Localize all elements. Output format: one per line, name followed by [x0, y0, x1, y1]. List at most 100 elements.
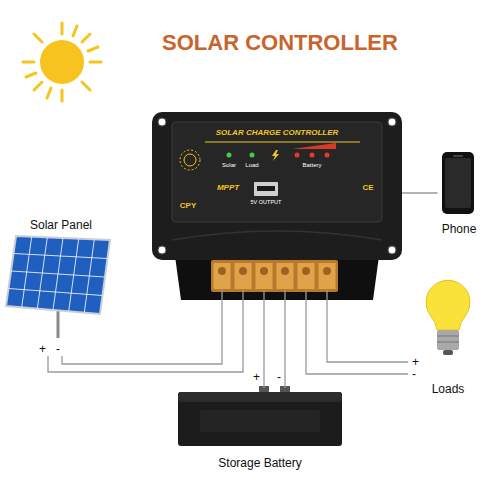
wire	[62, 290, 222, 364]
device-title: SOLAR CHARGE CONTROLLER	[216, 128, 339, 138]
face-panel	[172, 122, 382, 222]
wire	[327, 290, 408, 362]
battery-gauge	[292, 143, 336, 149]
led-red	[310, 153, 315, 158]
sun-ray	[34, 34, 42, 42]
phone-body	[442, 152, 474, 214]
loads: Loads	[408, 280, 488, 399]
flash-symbol	[272, 150, 279, 161]
controller-housing	[152, 112, 402, 300]
terminal	[319, 263, 336, 289]
terminal-screw	[239, 267, 247, 275]
grid-line	[9, 289, 103, 296]
wire-connector	[306, 300, 408, 374]
terminal	[277, 263, 294, 289]
port-label: 5V OUTPUT	[251, 199, 282, 206]
sun-logo	[180, 150, 200, 170]
panel-grid	[9, 237, 108, 313]
phone-icon	[442, 152, 474, 214]
phone-screen	[445, 158, 471, 208]
logo-disc	[184, 154, 196, 166]
part-name: Loads	[432, 382, 465, 397]
led-red	[325, 153, 330, 158]
bulb-tip	[443, 350, 453, 355]
polarity-sign: +	[253, 371, 260, 383]
part-name: Storage Battery	[218, 456, 301, 471]
led-green	[227, 153, 232, 158]
sun-ray	[82, 82, 90, 90]
wire	[263, 290, 264, 300]
terminal	[235, 263, 252, 289]
wire	[284, 290, 285, 388]
storage-battery: Storage Battery	[175, 388, 345, 474]
solar-panel: Solar Panel	[5, 218, 117, 356]
bulb-base	[437, 330, 459, 350]
mount-hole	[388, 246, 396, 254]
part-name: Solar Panel	[30, 218, 92, 233]
face-rule	[205, 142, 360, 143]
polarity-sign: +	[39, 343, 46, 355]
part-name: Phone	[442, 222, 477, 237]
grid-line	[14, 254, 108, 259]
terminals	[214, 263, 336, 289]
sun-ray	[82, 34, 90, 42]
sun-ray	[73, 26, 77, 36]
base-thread	[437, 336, 459, 337]
led-label: Battery	[302, 161, 321, 169]
terminal-screw	[302, 267, 310, 275]
sun-ray	[61, 23, 64, 34]
usb-port	[254, 182, 278, 196]
sun-ray	[26, 73, 36, 77]
diagram-title: SOLAR CONTROLLER	[130, 30, 430, 56]
wire-connector	[48, 300, 243, 372]
base-thread	[437, 342, 459, 343]
sun-ray	[90, 61, 101, 64]
panel-frame	[6, 236, 110, 314]
wire	[305, 290, 306, 300]
phone-speaker	[453, 155, 463, 157]
mount-hole	[388, 118, 396, 126]
sun-ray	[88, 47, 98, 51]
polarity-sign: -	[412, 368, 416, 380]
wire-connector	[263, 300, 264, 388]
sun-disc	[40, 40, 84, 84]
battery-icon	[178, 386, 342, 446]
sun-ray	[23, 61, 34, 64]
led-red	[295, 153, 300, 158]
wires	[62, 290, 408, 388]
terminal-screw	[218, 267, 226, 275]
polarity-sign: -	[277, 371, 281, 383]
terminal-block	[211, 260, 338, 292]
mount-hole	[158, 246, 166, 254]
mount-hole	[158, 118, 166, 126]
sun-ray	[47, 88, 51, 98]
battery-panel	[200, 410, 320, 432]
bulb-glass	[426, 280, 470, 330]
polarity-sign: +	[412, 356, 419, 368]
led-label: Solar	[222, 161, 236, 169]
controller-body	[152, 112, 402, 260]
solar-panel-icon	[6, 236, 110, 338]
terminal	[214, 263, 231, 289]
terminal-housing	[175, 256, 379, 300]
brand-label: CPY	[180, 201, 196, 211]
sun-icon	[23, 23, 101, 101]
mark-label: CE	[362, 183, 373, 193]
battery-body	[178, 392, 342, 446]
led-green	[250, 153, 255, 158]
housing-ridge	[172, 231, 382, 240]
usb-slot	[257, 186, 275, 191]
led-label: Load	[245, 161, 258, 169]
battery-lid	[178, 392, 342, 402]
terminal-screw	[281, 267, 289, 275]
sun-ray	[34, 82, 42, 90]
terminal-screw	[260, 267, 268, 275]
terminal-screw	[323, 267, 331, 275]
bulb-icon	[426, 280, 470, 355]
mode-label: MPPT	[217, 183, 239, 193]
grid-line	[11, 271, 105, 277]
wire-connector	[402, 192, 438, 193]
logo-rays	[180, 150, 200, 170]
